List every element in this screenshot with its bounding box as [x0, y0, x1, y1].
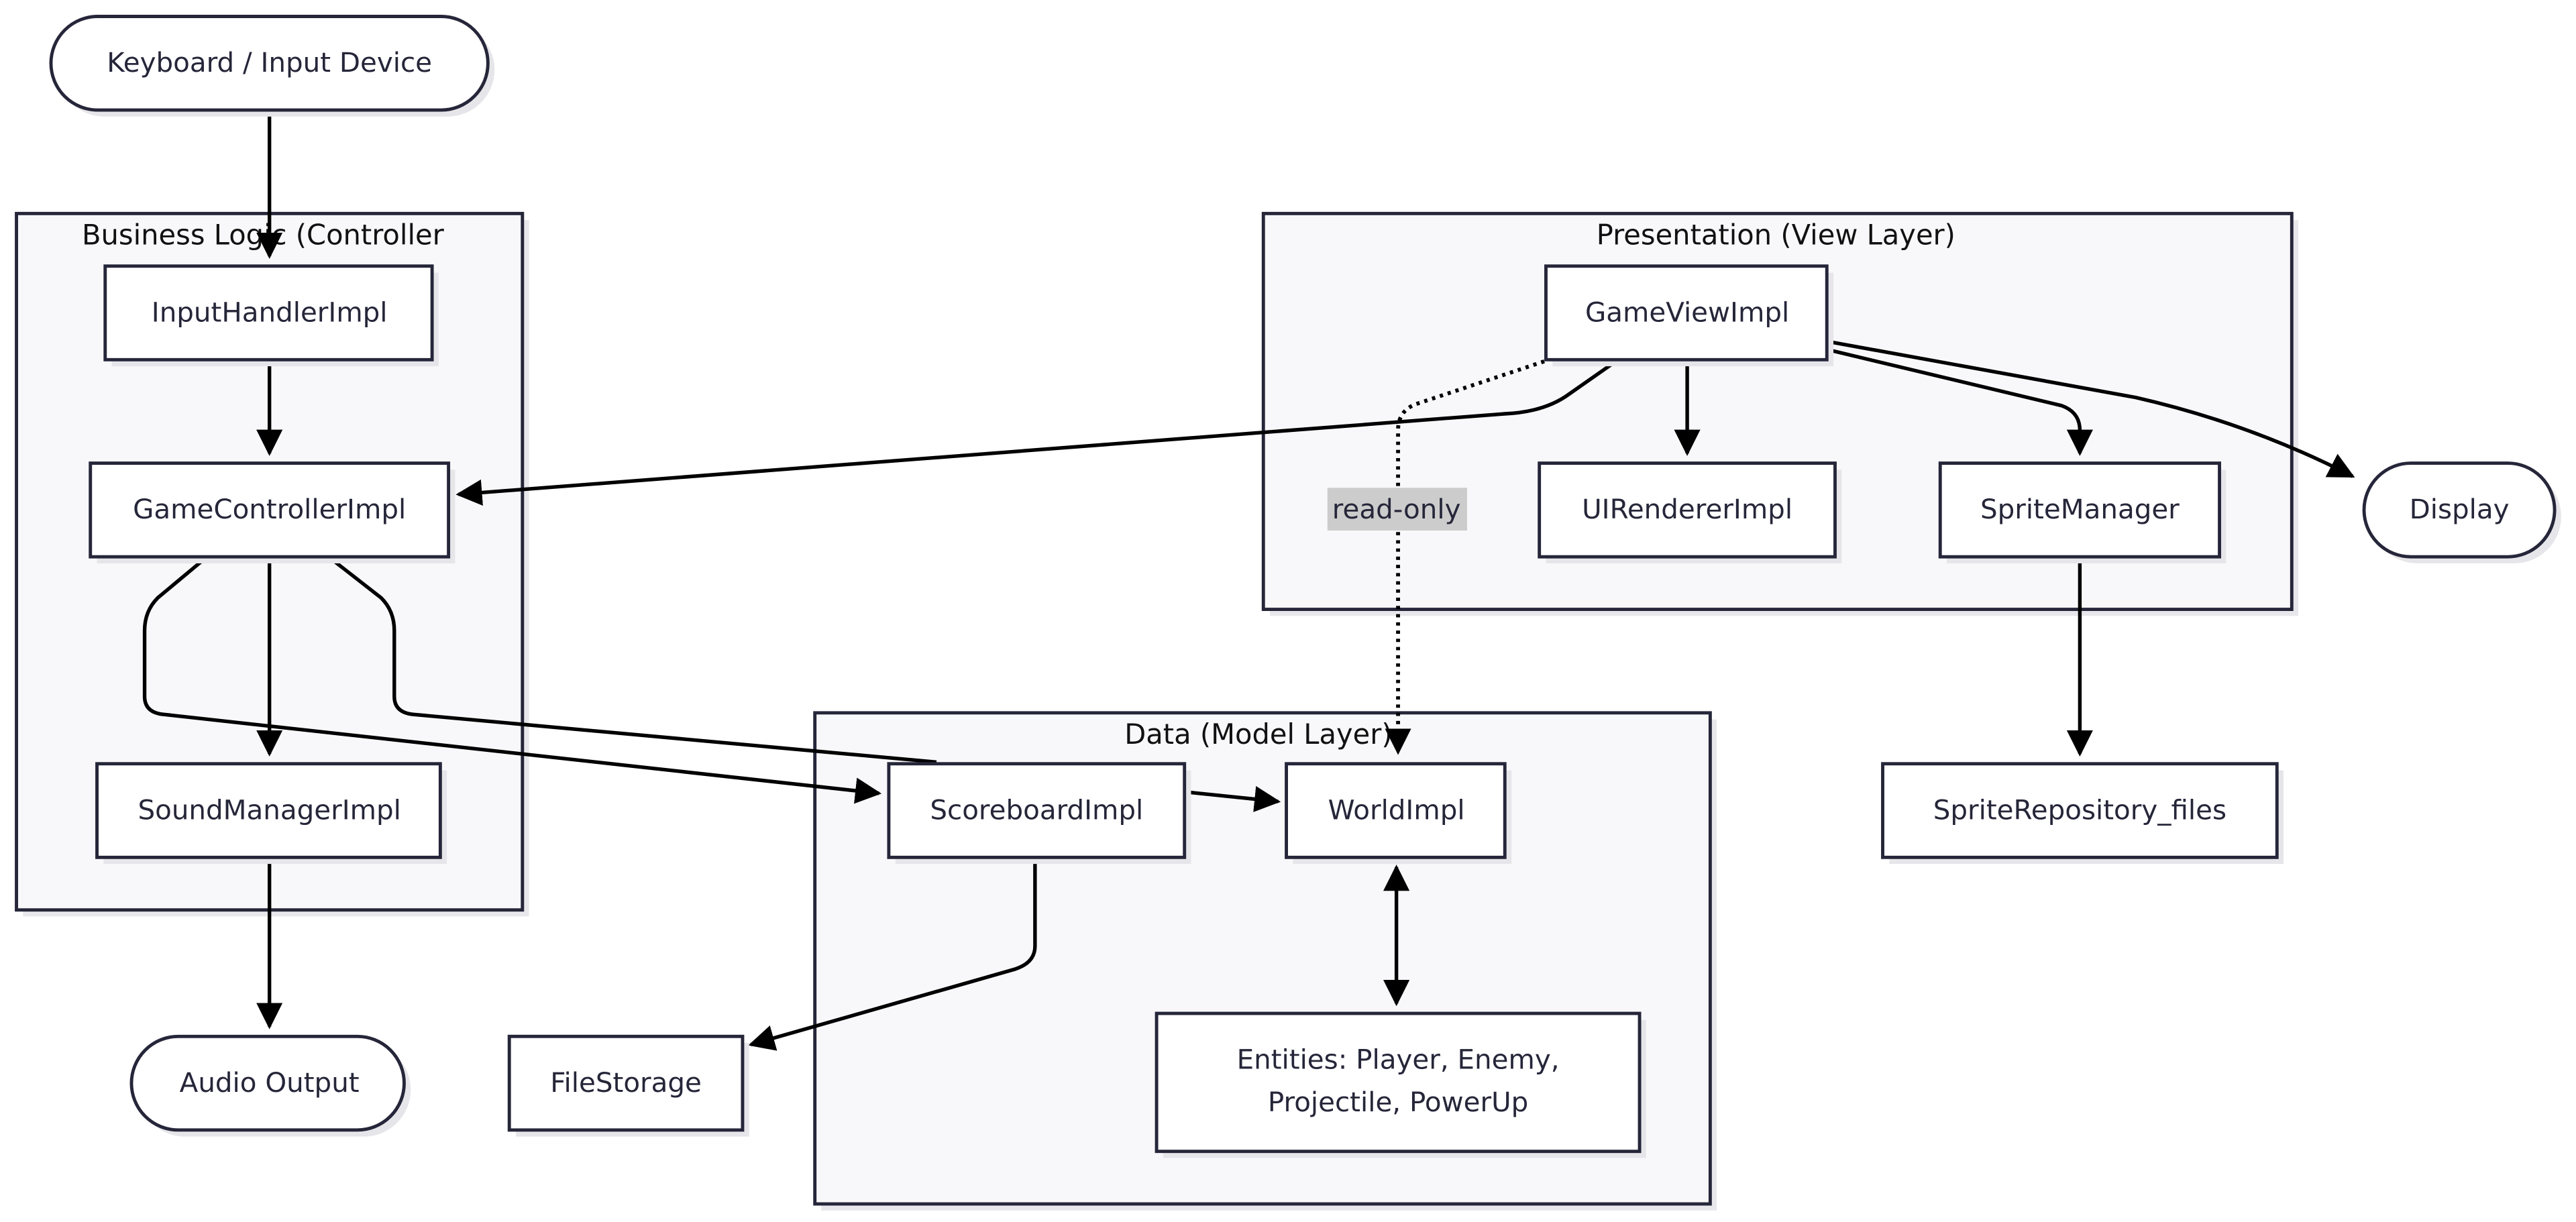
svg-text:SoundManagerImpl: SoundManagerImpl [138, 793, 400, 826]
node-ui-renderer-impl[interactable]: UIRendererImpl [1538, 461, 1842, 563]
svg-text:Keyboard / Input Device: Keyboard / Input Device [107, 46, 432, 78]
node-audio-output[interactable]: Audio Output [129, 1034, 411, 1137]
node-entities[interactable]: Entities: Player, Enemy, Projectile, Pow… [1155, 1011, 1646, 1158]
svg-text:GameViewImpl: GameViewImpl [1585, 296, 1789, 328]
edge-scoreboard-to-world [1182, 785, 1281, 812]
svg-text:Entities: Player, Enemy,: Entities: Player, Enemy, [1237, 1044, 1560, 1076]
node-game-view-impl[interactable]: GameViewImpl [1544, 264, 1834, 367]
svg-text:Audio Output: Audio Output [180, 1066, 360, 1099]
svg-text:WorldImpl: WorldImpl [1328, 793, 1465, 826]
svg-text:ScoreboardImpl: ScoreboardImpl [930, 793, 1143, 826]
edge-label-read-only: read-only [1327, 488, 1467, 531]
cluster-business-logic-title: Business Logic (Controller [82, 219, 445, 252]
svg-text:GameControllerImpl: GameControllerImpl [133, 493, 406, 525]
edge-gameview-to-display [1828, 339, 2355, 478]
node-keyboard-input-device[interactable]: Keyboard / Input Device [49, 15, 495, 117]
node-sprite-manager[interactable]: SpriteManager [1938, 461, 2226, 563]
node-sprite-repository-files[interactable]: SpriteRepository_files [1881, 762, 2284, 865]
edge-gamecontroller-to-scoreboard [142, 555, 882, 804]
svg-text:Display: Display [2410, 493, 2510, 525]
node-display[interactable]: Display [2362, 461, 2561, 563]
svg-text:FileStorage: FileStorage [550, 1066, 702, 1099]
cluster-data-title: Data (Model Layer) [1124, 718, 1392, 751]
node-file-storage[interactable]: FileStorage [507, 1034, 749, 1137]
cluster-presentation-title: Presentation (View Layer) [1597, 219, 1955, 252]
svg-text:SpriteManager: SpriteManager [1980, 493, 2180, 525]
svg-text:UIRendererImpl: UIRendererImpl [1582, 493, 1792, 525]
node-scoreboard-impl[interactable]: ScoreboardImpl [887, 762, 1191, 865]
edge-gameview-to-spritemanager [1828, 348, 2093, 456]
edge-scoreboard-to-filestorage [748, 857, 1037, 1051]
edge-gameview-to-gamecontroller [455, 358, 1619, 506]
svg-text:InputHandlerImpl: InputHandlerImpl [152, 296, 388, 328]
node-game-controller-impl[interactable]: GameControllerImpl [89, 461, 455, 563]
node-world-impl[interactable]: WorldImpl [1285, 762, 1512, 865]
svg-text:SpriteRepository_files: SpriteRepository_files [1933, 793, 2226, 826]
node-sound-manager-impl[interactable]: SoundManagerImpl [95, 762, 447, 865]
node-input-handler-impl[interactable]: InputHandlerImpl [103, 264, 439, 367]
edge-label-read-only-text: read-only [1332, 493, 1461, 525]
edge-gamecontroller-to-world [327, 555, 937, 764]
svg-text:Projectile, PowerUp: Projectile, PowerUp [1268, 1086, 1528, 1118]
